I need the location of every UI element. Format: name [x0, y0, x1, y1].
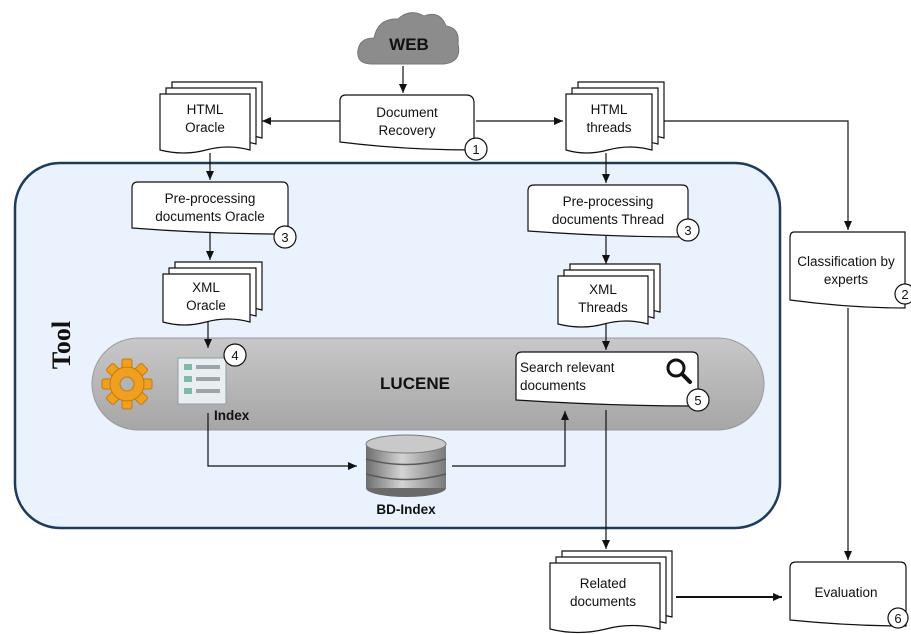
html-oracle-label-1: HTML: [187, 102, 224, 117]
connectors: [204, 66, 852, 601]
search-relevant-badge: 5: [694, 393, 701, 408]
preprocessing-thread-label-1: Pre-processing: [563, 194, 654, 209]
related-documents-label-2: documents: [570, 594, 636, 609]
html-threads-docs: HTML threads: [565, 81, 665, 154]
tool-label: Tool: [47, 321, 76, 369]
evaluation-box: Evaluation 6: [789, 561, 909, 629]
html-threads-label-2: threads: [586, 120, 631, 135]
html-oracle-label-2: Oracle: [185, 120, 225, 135]
document-recovery-badge: 1: [472, 142, 479, 157]
web-label: WEB: [389, 35, 429, 54]
xml-threads-label-1: XML: [589, 282, 617, 297]
document-recovery-label-2: Recovery: [378, 123, 435, 138]
preprocessing-oracle-box: Pre-processing documents Oracle 3: [131, 181, 297, 249]
evaluation-label: Evaluation: [814, 585, 877, 600]
preprocessing-thread-box: Pre-processing documents Thread 3: [527, 184, 700, 242]
search-relevant-label-1: Search relevant: [520, 360, 615, 375]
xml-oracle-label-2: Oracle: [186, 298, 226, 313]
classification-box: Classification by experts 2: [789, 231, 911, 309]
html-threads-label-1: HTML: [591, 102, 628, 117]
arrow-index-to-bdindex: [207, 413, 357, 470]
related-documents-docs: Related documents: [549, 550, 673, 634]
xml-oracle-label-1: XML: [192, 280, 220, 295]
document-recovery-label-1: Document: [376, 105, 438, 120]
html-oracle-docs: HTML Oracle: [159, 81, 263, 154]
xml-threads-label-2: Threads: [578, 300, 628, 315]
lucene-label: LUCENE: [380, 374, 450, 393]
preprocessing-thread-label-2: documents Thread: [552, 212, 664, 227]
gear-icon: [101, 358, 153, 410]
bd-index-label: BD-Index: [376, 502, 436, 517]
index-list-icon: [177, 357, 227, 405]
arrow-bdindex-to-search: [452, 411, 569, 467]
classification-label-2: experts: [824, 272, 869, 287]
document-recovery-box: Document Recovery 1: [339, 94, 488, 161]
preprocessing-oracle-badge: 3: [281, 230, 288, 245]
search-relevant-label-2: documents: [520, 378, 586, 393]
xml-oracle-docs: XML Oracle: [162, 261, 263, 326]
preprocessing-thread-badge: 3: [684, 223, 691, 238]
search-relevant-box: Search relevant documents 5: [515, 351, 710, 412]
cloud-icon: [357, 12, 460, 65]
classification-badge: 2: [901, 287, 908, 302]
index-badge: 4: [231, 348, 238, 363]
web-cloud: WEB: [357, 12, 460, 65]
related-documents-label-1: Related: [580, 576, 627, 591]
classification-label-1: Classification by: [797, 254, 895, 269]
arrow-threads-to-classification: [652, 120, 852, 230]
evaluation-badge: 6: [894, 611, 901, 626]
preprocessing-oracle-label-1: Pre-processing: [165, 191, 256, 206]
xml-threads-docs: XML Threads: [557, 263, 661, 328]
database-icon: [365, 434, 447, 497]
index-label: Index: [214, 408, 250, 423]
preprocessing-oracle-label-2: documents Oracle: [155, 209, 265, 224]
magnifier-icon: [666, 358, 692, 384]
